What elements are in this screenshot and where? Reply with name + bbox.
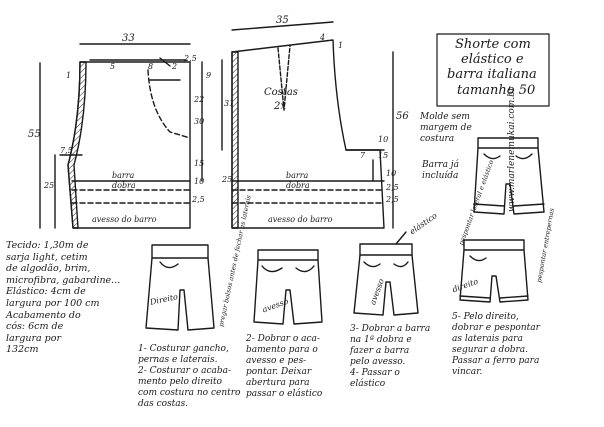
fabric-info: Tecido: 1,30m de sarja light, cetim de a… bbox=[6, 240, 120, 356]
front-length-label: 55 bbox=[28, 129, 41, 140]
back-center-1: Costas bbox=[264, 87, 298, 98]
step-2: 2- Dobrar o aca- bamento para o avesso e… bbox=[246, 334, 322, 400]
fabric-line-2: de algodão, brim, bbox=[6, 263, 91, 275]
front-m22: 22 bbox=[194, 95, 205, 104]
front-m5: 5 bbox=[110, 62, 116, 71]
sketch-3 bbox=[353, 243, 419, 316]
step-3-line-0: 3- Dobrar a barra bbox=[350, 324, 431, 334]
front-m25c: 2,5 bbox=[192, 195, 205, 204]
sketch-4 bbox=[459, 239, 529, 303]
step-2-line-4: abertura para bbox=[246, 378, 310, 388]
fabric-line-7: cós: 6cm de bbox=[6, 321, 64, 333]
step-1: 1- Costurar gancho, pernas e laterais. 2… bbox=[138, 344, 240, 410]
step-2-line-2: avesso e pes- bbox=[246, 356, 307, 366]
step-2-line-1: bamento para o bbox=[246, 345, 318, 355]
back-m15: 15 bbox=[378, 151, 389, 160]
step-4-line-4: Passar a ferro para bbox=[452, 356, 540, 366]
step-2-line-3: pontar. Deixar bbox=[246, 367, 312, 377]
step-1-line-5: das costas. bbox=[138, 399, 189, 409]
step-1-line-3: mento pelo direito bbox=[138, 377, 222, 387]
step-4-line-1: dobrar e pespontar bbox=[452, 323, 540, 333]
back-m7: 7 bbox=[360, 151, 366, 160]
front-m30: 30 bbox=[194, 117, 205, 126]
note-margin: Molde sem margem de costura bbox=[420, 112, 490, 145]
front-avesso: avesso do barro bbox=[92, 215, 157, 224]
title-line-1: Shorte com bbox=[455, 37, 531, 52]
back-length-label: 56 bbox=[396, 111, 409, 122]
back-barra: barra bbox=[286, 171, 309, 180]
back-m31: 31 bbox=[224, 99, 235, 108]
step-2-line-0: 2- Dobrar o aca- bbox=[246, 334, 320, 344]
sketch-1 bbox=[145, 244, 215, 331]
step-2-line-5: passar o elástico bbox=[246, 389, 323, 399]
note-hem-text: Barra já incluída bbox=[422, 160, 459, 181]
front-m8: 8 bbox=[148, 62, 154, 71]
step-1-line-1: pernas e laterais. bbox=[138, 355, 218, 365]
step-3-line-4: 4- Passar o bbox=[350, 368, 400, 378]
fabric-line-3: microfibra, gabardine... bbox=[6, 274, 121, 286]
step-3-line-1: na 1ª dobra e bbox=[350, 335, 412, 345]
title-line-2: elástico e bbox=[461, 52, 524, 67]
fabric-line-5: largura por 100 cm bbox=[6, 297, 100, 309]
back-m1: 1 bbox=[338, 41, 344, 50]
website-url: www.marlenemukai.com.br bbox=[507, 86, 517, 212]
step-4-line-3: segurar a dobra. bbox=[452, 345, 529, 355]
step-4-line-0: 5- Pelo direito, bbox=[452, 312, 519, 322]
back-piece-outline bbox=[221, 21, 394, 229]
back-dobra: dobra bbox=[286, 181, 310, 190]
step-3: 3- Dobrar a barra na 1ª dobra e fazer a … bbox=[350, 324, 430, 390]
step-4: 5- Pelo direito, dobrar e pespontar as l… bbox=[452, 312, 540, 378]
fabric-line-6: Acabamento do bbox=[6, 309, 81, 321]
step-1-line-0: 1- Costurar gancho, bbox=[138, 344, 229, 354]
front-m15: 15 bbox=[194, 159, 205, 168]
sketch-2 bbox=[253, 249, 323, 325]
back-center-2: 2x bbox=[274, 101, 287, 112]
step-1-line-2: 2- Costurar o acaba- bbox=[138, 366, 232, 376]
front-piece-outline bbox=[39, 43, 203, 229]
front-width-label: 33 bbox=[122, 33, 135, 44]
back-m25c: 2,5 bbox=[386, 195, 399, 204]
back-avesso: avesso do barro bbox=[268, 215, 333, 224]
front-m9: 9 bbox=[206, 71, 212, 80]
step-4-line-2: as laterais para bbox=[452, 334, 523, 344]
step-3-line-3: pelo avesso. bbox=[350, 357, 406, 367]
back-m10b: 10 bbox=[386, 169, 397, 178]
back-m4: 4 bbox=[320, 33, 326, 42]
fabric-line-9: 132cm bbox=[6, 344, 39, 356]
title-line-4: tamanho 50 bbox=[457, 83, 536, 98]
back-width-label: 35 bbox=[276, 15, 289, 26]
title-frame bbox=[436, 33, 550, 107]
step-3-line-5: elástico bbox=[350, 379, 386, 389]
fabric-line-8: largura por bbox=[6, 332, 62, 344]
front-m7_5: 7,5 bbox=[60, 146, 73, 155]
step-4-line-5: vincar. bbox=[452, 367, 483, 377]
back-m25b: 2,5 bbox=[386, 183, 399, 192]
fabric-line-4: Elástico: 4cm de bbox=[6, 286, 86, 298]
front-m10: 10 bbox=[194, 177, 205, 186]
sketch-top bbox=[473, 137, 545, 215]
back-m10: 10 bbox=[378, 135, 389, 144]
step-3-line-2: fazer a barra bbox=[350, 346, 410, 356]
note-hem: Barra já incluída bbox=[422, 160, 482, 182]
front-m25b: 25 bbox=[44, 181, 55, 190]
note-margin-text: Molde sem margem de costura bbox=[420, 112, 472, 144]
front-barra: barra bbox=[112, 171, 135, 180]
front-dobra: dobra bbox=[112, 181, 136, 190]
back-m25: 25 bbox=[222, 175, 233, 184]
fabric-line-1: sarja light, cetim bbox=[6, 251, 88, 263]
front-m2: 2 bbox=[172, 62, 178, 71]
step-1-line-4: com costura no centro bbox=[138, 388, 241, 398]
front-m1: 1 bbox=[66, 71, 72, 80]
front-m25: 2,5 bbox=[184, 54, 197, 63]
fabric-line-0: Tecido: 1,30m de bbox=[6, 240, 89, 251]
title-line-3: barra italiana bbox=[447, 67, 537, 82]
